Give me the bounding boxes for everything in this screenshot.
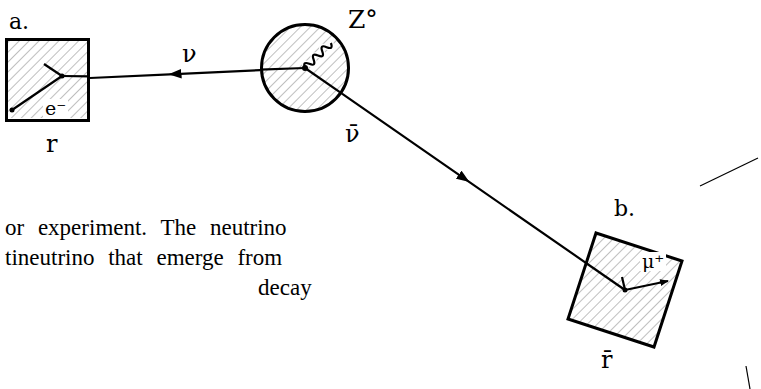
panel-letter: b. xyxy=(612,198,637,220)
box-outline xyxy=(568,233,682,347)
neutrino-track xyxy=(305,68,342,94)
hatch-fill xyxy=(5,38,90,118)
neutrino-track xyxy=(586,263,625,290)
edge-stroke xyxy=(700,158,758,186)
detector-box: b.μ⁺ xyxy=(560,225,690,355)
boson-label: Z° xyxy=(346,7,380,32)
caption-fragment: tineutrino that emerge from xyxy=(3,246,284,269)
boson-wiggle xyxy=(303,40,334,70)
muon-track xyxy=(625,281,668,290)
circle-outline xyxy=(262,25,349,112)
recoil-track xyxy=(44,64,62,76)
node-outline xyxy=(260,23,350,113)
detector-label: r̄ xyxy=(599,348,614,372)
detector-label: r xyxy=(44,132,59,156)
hatch-fill xyxy=(568,233,682,347)
particle-label: ν xyxy=(180,42,199,66)
caption-fragment: decay xyxy=(256,276,314,299)
panel-letter: a. xyxy=(7,11,31,33)
particle-label: ν̄ xyxy=(343,122,362,146)
decay-vertex xyxy=(302,65,308,71)
caption-fragment: or experiment. The neutrino xyxy=(3,216,289,239)
interaction-vertex xyxy=(60,74,65,79)
particle-label: e⁻ xyxy=(43,99,68,118)
neutrino-track xyxy=(260,68,305,70)
edge-stroke xyxy=(746,366,750,389)
neutrino-track xyxy=(90,70,260,78)
hatch-fill xyxy=(260,23,350,113)
neutrino-track xyxy=(62,75,90,78)
node-outline xyxy=(560,225,690,355)
z-decay-circle: Z° xyxy=(260,23,350,113)
interaction-vertex xyxy=(623,288,628,293)
detector-box: a.e⁻ xyxy=(5,38,90,122)
track-end xyxy=(10,108,15,113)
particle-label: μ⁺ xyxy=(640,252,666,271)
neutrino-track xyxy=(342,94,586,263)
